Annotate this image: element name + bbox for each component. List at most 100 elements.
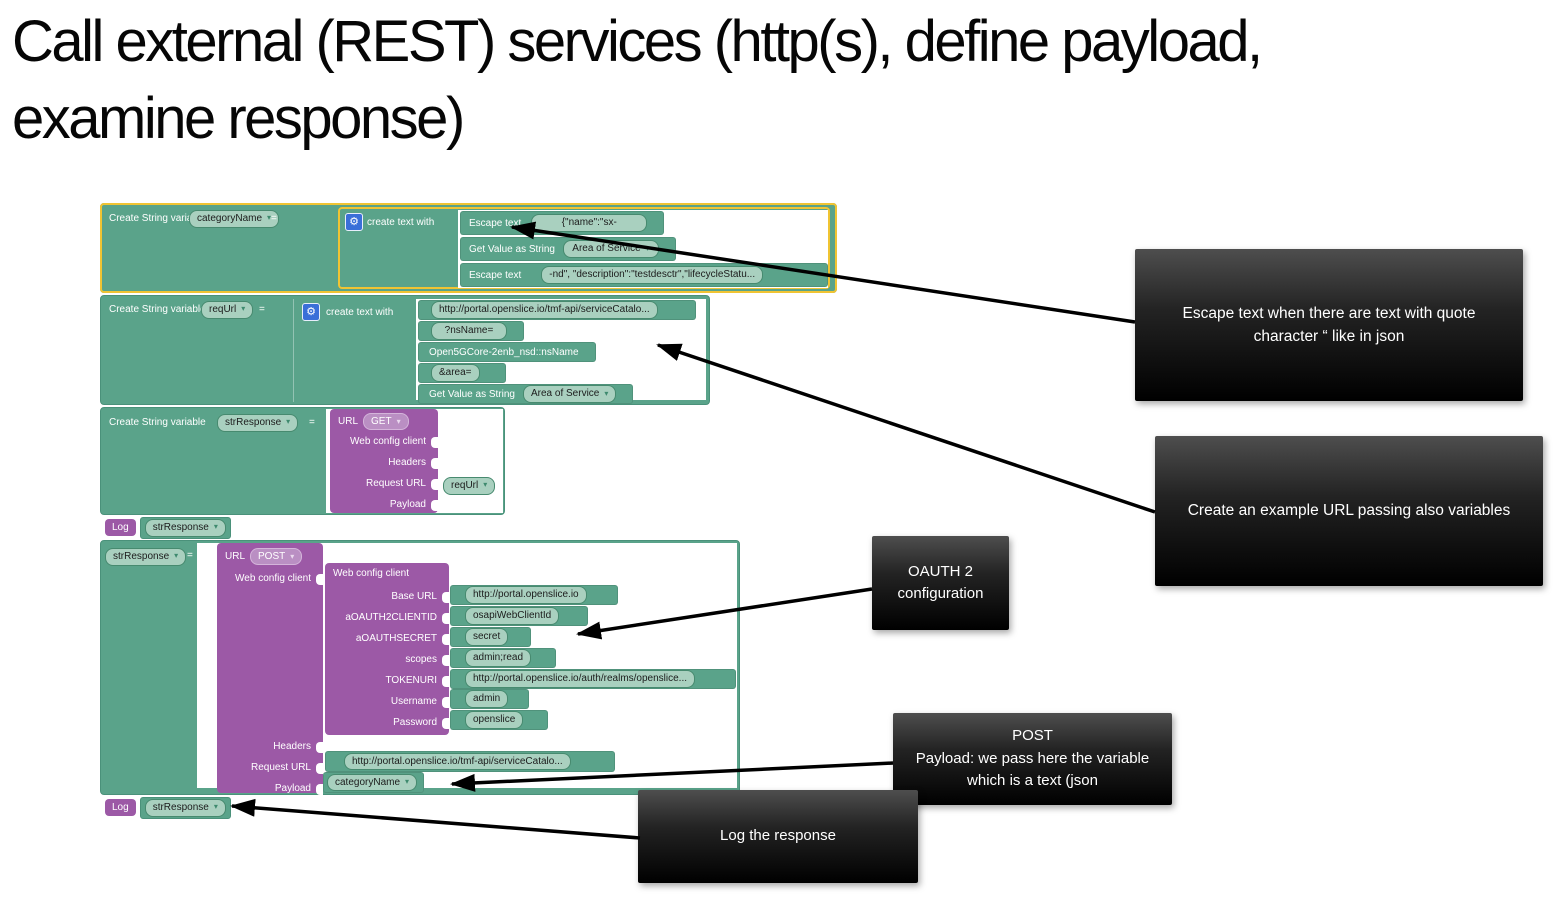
base-url-label: Base URL xyxy=(391,591,437,602)
value-block[interactable]: http://portal.openslice.io/tmf-api/servi… xyxy=(325,751,615,772)
config-row: Username xyxy=(325,692,449,713)
block-create-text-with[interactable]: create text with Escape text {"name":"sx… xyxy=(338,207,830,289)
value-block[interactable]: categoryName xyxy=(323,772,425,793)
tokenuri-label: TOKENURI xyxy=(385,675,438,686)
variable-dropdown-strresponse[interactable]: strResponse xyxy=(144,519,226,537)
value-block[interactable]: openslice xyxy=(450,710,548,730)
escape-text-block[interactable]: Escape text {"name":"sx- xyxy=(460,211,665,235)
gear-icon[interactable] xyxy=(345,213,363,231)
text-field-base-url[interactable]: http://portal.openslice.io xyxy=(465,586,587,604)
param-row: Headers xyxy=(330,453,438,474)
note-text: Escape text when there are text with quo… xyxy=(1182,304,1476,345)
text-field-secret[interactable]: secret xyxy=(465,628,509,646)
param-row: Headers xyxy=(217,737,323,758)
text-field[interactable]: {"name":"sx- xyxy=(531,214,648,232)
request-url-label: Request URL xyxy=(365,478,426,489)
variable-dropdown-categoryname[interactable]: categoryName xyxy=(327,773,418,792)
value-block[interactable]: admin xyxy=(450,689,529,709)
variable-dropdown-strresponse[interactable]: strResponse xyxy=(105,548,187,566)
http-method-dropdown[interactable]: POST xyxy=(250,548,303,565)
param-row: Payload xyxy=(217,779,323,800)
url-label: URL xyxy=(338,416,359,427)
config-row: Base URL xyxy=(325,587,449,608)
create-string-variable-label: Create String variable xyxy=(109,417,206,428)
note-escape-text: Escape text when there are text with quo… xyxy=(1135,249,1523,401)
web-config-client-label: Web config client xyxy=(350,436,426,447)
url-post-block[interactable]: URL POST Web config client Headers Reque… xyxy=(217,543,323,795)
value-block[interactable]: http://portal.openslice.io xyxy=(450,585,618,605)
param-row: Web config client xyxy=(330,432,438,453)
get-value-as-string-block[interactable]: Get Value as String Area of Service xyxy=(460,237,676,261)
create-string-variable-label: Create String variable xyxy=(109,213,206,224)
socket-notch xyxy=(442,655,449,666)
socket-notch xyxy=(442,676,449,687)
url-get-block[interactable]: URL GET Web config client Headers Reques… xyxy=(330,409,438,513)
socket-notch xyxy=(442,697,449,708)
web-config-client-label: Web config client xyxy=(235,573,311,584)
socket-notch xyxy=(316,574,323,585)
text-block[interactable]: http://portal.openslice.io/tmf-api/servi… xyxy=(418,300,696,320)
text-field-tokenuri[interactable]: http://portal.openslice.io/auth/realms/o… xyxy=(465,670,696,688)
username-label: Username xyxy=(390,696,437,707)
param-row: Web config client xyxy=(217,569,323,590)
nsd-name-label: Open5GCore-2enb_nsd::nsName xyxy=(429,346,579,358)
note-text: Log the response xyxy=(720,827,836,845)
page-title: Call external (REST) services (http(s), … xyxy=(12,9,1263,151)
variable-dropdown-strresponse[interactable]: strResponse xyxy=(217,414,299,432)
text-field[interactable]: http://portal.openslice.io/tmf-api/servi… xyxy=(431,301,658,319)
payload-label: Payload xyxy=(274,783,311,794)
text-field-request-url[interactable]: http://portal.openslice.io/tmf-api/servi… xyxy=(344,752,571,771)
block-create-variable-strresponse-get[interactable]: Create String variable strResponse = URL… xyxy=(100,407,505,515)
area-of-service-dropdown[interactable]: Area of Service xyxy=(522,385,617,403)
variable-dropdown-requrl[interactable]: reqUrl xyxy=(201,301,254,319)
text-field[interactable]: ?nsName= xyxy=(431,322,507,340)
oauth2-clientid-label: aOAUTH2CLIENTID xyxy=(345,612,437,623)
get-value-as-string-label: Get Value as String xyxy=(469,243,555,255)
nsd-name-block[interactable]: Open5GCore-2enb_nsd::nsName xyxy=(418,342,596,362)
text-field-clientid[interactable]: osapiWebClientId xyxy=(465,607,560,625)
area-of-service-dropdown[interactable]: Area of Service xyxy=(562,240,659,258)
socket-notch xyxy=(316,763,323,774)
equals-sign: = xyxy=(271,213,277,224)
note-oauth2: OAUTH 2 configuration xyxy=(872,536,1009,630)
value-block[interactable]: admin;read xyxy=(450,648,556,668)
socket-notch xyxy=(442,613,449,624)
text-field[interactable]: -nd", "description":"testdesctr","lifecy… xyxy=(541,266,764,284)
block-create-text-with[interactable]: create text with http://portal.openslice… xyxy=(293,299,708,404)
arrow-example-url xyxy=(656,343,1156,514)
variable-dropdown-strresponse[interactable]: strResponse xyxy=(144,799,226,817)
socket-notch xyxy=(316,742,323,753)
web-config-client-block[interactable]: Web config client Base URL aOAUTH2CLIENT… xyxy=(325,563,449,735)
variable-dropdown-requrl[interactable]: reqUrl xyxy=(443,477,496,495)
http-method-dropdown[interactable]: GET xyxy=(363,413,409,430)
value-block[interactable]: http://portal.openslice.io/auth/realms/o… xyxy=(450,669,736,689)
escape-text-block[interactable]: Escape text -nd", "description":"testdes… xyxy=(460,263,828,287)
socket-notch xyxy=(316,784,323,795)
block-create-variable-requrl[interactable]: Create String variable reqUrl = create t… xyxy=(100,295,710,405)
text-field-password[interactable]: openslice xyxy=(465,711,524,729)
value-block[interactable]: secret xyxy=(450,627,531,647)
oauth-secret-label: aOAUTHSECRET xyxy=(355,633,437,644)
note-text: Create an example URL passing also varia… xyxy=(1187,502,1511,520)
block-set-strresponse-post[interactable]: strResponse = URL POST Web config client… xyxy=(100,540,740,795)
gear-icon[interactable] xyxy=(302,303,320,321)
request-url-label: Request URL xyxy=(250,762,311,773)
text-field[interactable]: &area= xyxy=(431,364,480,382)
text-block[interactable]: &area= xyxy=(418,363,506,383)
get-value-as-string-block[interactable]: Get Value as String Area of Service xyxy=(418,384,634,404)
log-block[interactable]: Log strResponse xyxy=(105,797,231,819)
arrow-log-response xyxy=(230,798,641,840)
escape-text-label: Escape text xyxy=(469,269,522,281)
log-block[interactable]: Log strResponse xyxy=(105,517,231,539)
text-block[interactable]: ?nsName= xyxy=(418,321,524,341)
value-block[interactable]: osapiWebClientId xyxy=(450,606,588,626)
variable-dropdown-categoryname[interactable]: categoryName xyxy=(189,210,280,228)
text-field-username[interactable]: admin xyxy=(465,690,509,708)
log-label: Log xyxy=(105,799,136,817)
text-field-scopes[interactable]: admin;read xyxy=(465,649,532,667)
log-value-socket: strResponse xyxy=(139,517,231,539)
block-create-variable-categoryname[interactable]: Create String variable categoryName = cr… xyxy=(100,203,837,293)
note-post-payload: POST Payload: we pass here the variable … xyxy=(893,713,1172,805)
note-example-url: Create an example URL passing also varia… xyxy=(1155,436,1543,586)
